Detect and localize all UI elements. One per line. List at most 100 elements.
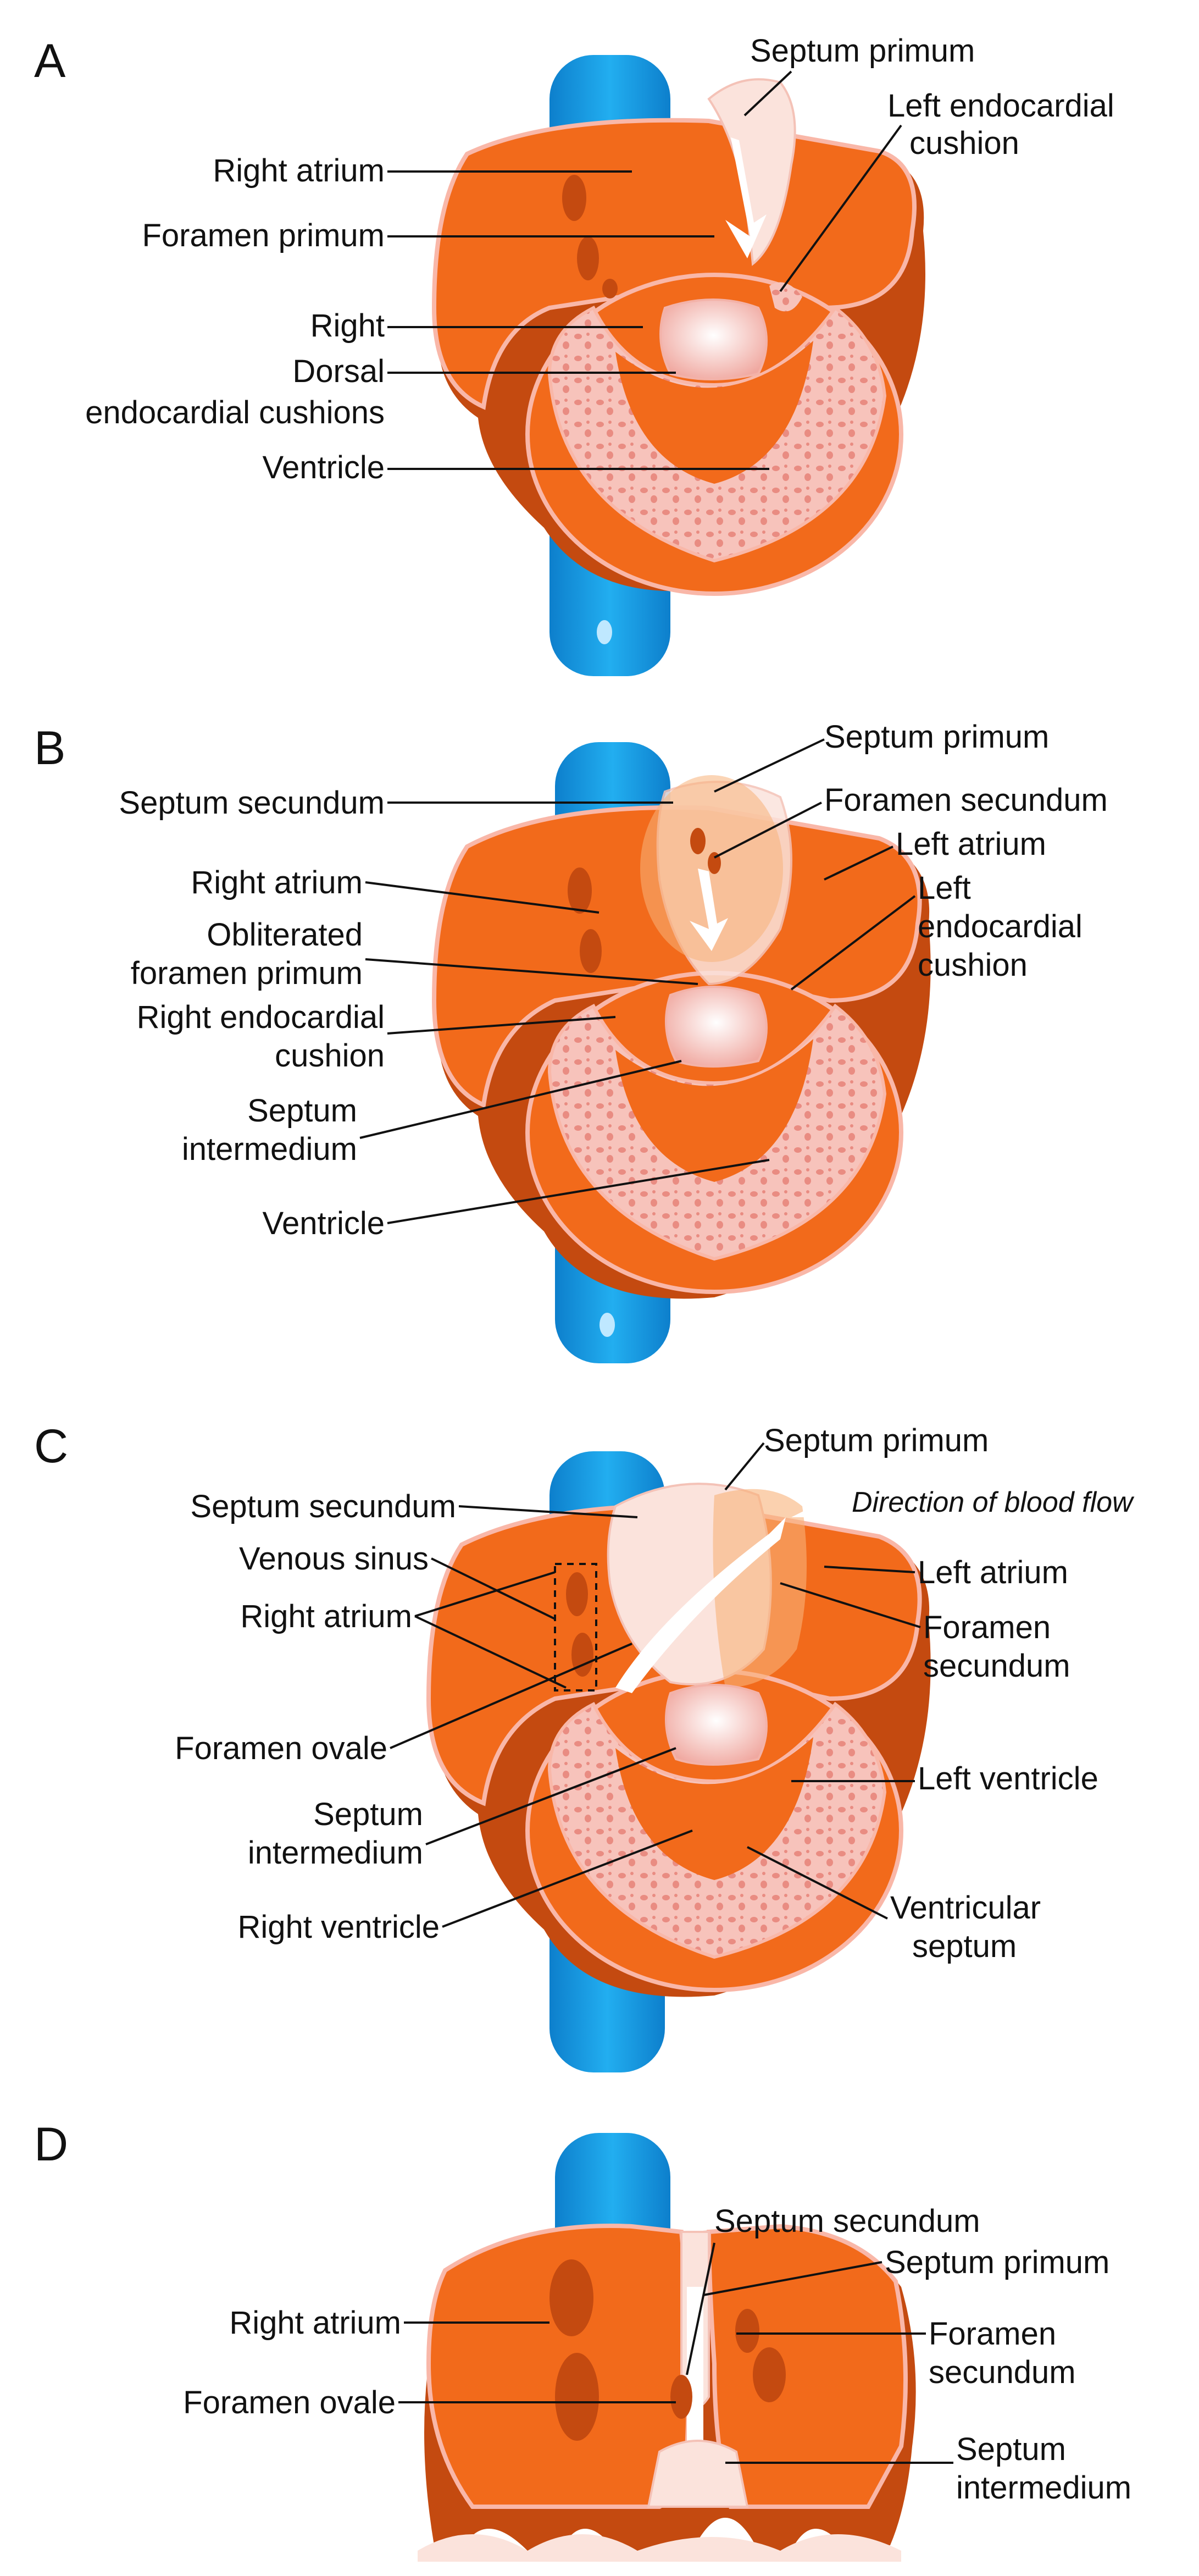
septum-primum-shape xyxy=(687,2287,703,2452)
venous-opening xyxy=(735,2309,759,2353)
flow-arrow xyxy=(690,869,728,951)
leader-line xyxy=(431,1557,556,1620)
dorsal-endocardial-cushion xyxy=(659,298,768,380)
foramen-ovale-hole xyxy=(670,2375,692,2419)
venous-opening xyxy=(753,2347,786,2402)
leader-line xyxy=(390,1643,632,1749)
leader-line xyxy=(365,958,698,985)
panel-a-letter: A xyxy=(34,35,66,87)
label-foramen-primum: Foramen primum xyxy=(142,218,385,253)
label-foramen-ovale: Foramen ovale xyxy=(183,2385,396,2420)
label-foramen-secundum-1: Foramen xyxy=(929,2316,1056,2352)
label-ventricular-septum-2: septum xyxy=(912,1928,1017,1964)
label-ventricle: Ventricle xyxy=(263,1206,385,1241)
right-endocardial-cushion xyxy=(665,986,768,1068)
label-left-3: cushion xyxy=(918,947,1028,983)
venous-sinus-outline xyxy=(554,1563,597,1691)
panel-b-letter: B xyxy=(34,722,65,775)
ventricular-cavity xyxy=(615,1737,813,1880)
label-left-atrium: Left atrium xyxy=(918,1555,1068,1590)
panel-c-letter: C xyxy=(34,1420,68,1473)
label-right-endocardial-2: cushion xyxy=(275,1038,385,1074)
label-left-endocardial-cushion-1: Left endocardial xyxy=(887,88,1114,124)
label-septum-intermedium-2: intermedium xyxy=(182,1131,357,1167)
label-ventricle: Ventricle xyxy=(263,450,385,485)
label-right-atrium: Right atrium xyxy=(229,2305,401,2341)
label-endocardial-cushions: endocardial cushions xyxy=(85,395,385,430)
label-right-atrium: Right atrium xyxy=(240,1599,412,1634)
foramen-secundum-hole xyxy=(690,828,706,854)
leader-line xyxy=(458,1505,638,1518)
leader-line xyxy=(414,1615,567,1689)
ventricle-top xyxy=(418,2534,901,2562)
label-septum-secundum: Septum secundum xyxy=(119,785,385,821)
label-right-atrium: Right atrium xyxy=(191,865,363,900)
label-right: Right xyxy=(310,308,385,344)
label-septum-intermedium-1: Septum xyxy=(247,1093,357,1129)
venous-opening xyxy=(549,2259,593,2336)
label-septum-primum: Septum primum xyxy=(750,33,975,69)
septum-intermedium-cushion xyxy=(665,1684,768,1766)
label-septum-intermedium-1: Septum xyxy=(956,2431,1066,2467)
label-left-1: Left xyxy=(918,870,971,906)
vessel-highlight xyxy=(600,1313,615,1337)
panel-d-letter: D xyxy=(34,2118,68,2171)
leader-line xyxy=(359,1060,682,1139)
flow-arrow-head xyxy=(791,1495,835,1517)
leader-line xyxy=(425,1747,676,1845)
label-septum-intermedium-1: Septum xyxy=(313,1796,423,1832)
venous-opening xyxy=(580,929,602,973)
septum-primum-shape xyxy=(713,1489,807,1688)
label-right-ventricle: Right ventricle xyxy=(238,1909,440,1945)
label-left-ventricle: Left ventricle xyxy=(918,1761,1098,1796)
venous-opening xyxy=(566,1572,588,1616)
label-right-atrium: Right atrium xyxy=(213,153,385,189)
venous-opening xyxy=(568,867,592,914)
label-foramen-secundum: Foramen secundum xyxy=(824,782,1108,818)
label-direction-of-blood-flow: Direction of blood flow xyxy=(852,1486,1135,1518)
venous-opening xyxy=(571,1633,593,1677)
panel-d: D Septum secundum Septum primum Right at… xyxy=(34,2118,1131,2562)
panel-a: A Septum primum Left endocardial cushion… xyxy=(34,33,1114,676)
leader-line xyxy=(743,70,792,117)
leader-line xyxy=(824,845,893,881)
leader-line xyxy=(387,1016,616,1035)
label-left-atrium: Left atrium xyxy=(896,826,1046,862)
flow-arrow xyxy=(615,1517,786,1693)
leader-line xyxy=(686,2242,715,2375)
label-obliterated-2: foramen primum xyxy=(131,955,363,991)
label-septum-intermedium-2: intermedium xyxy=(956,2470,1131,2506)
leader-line xyxy=(387,1159,770,1224)
leader-line xyxy=(790,895,916,991)
flow-arrow xyxy=(725,137,767,258)
panel-c: C Septum primum Septum secundum Directio… xyxy=(34,1420,1135,2072)
vessel-highlight xyxy=(597,620,612,644)
label-foramen-ovale: Foramen ovale xyxy=(175,1731,387,1766)
label-septum-primum: Septum primum xyxy=(764,1423,989,1458)
leader-line xyxy=(747,1846,888,1920)
leader-line xyxy=(365,881,600,914)
label-left-2: endocardial xyxy=(918,909,1083,944)
leader-line xyxy=(414,1571,556,1617)
venous-opening xyxy=(555,2353,599,2441)
venous-opening xyxy=(562,175,586,221)
leader-line xyxy=(714,738,825,793)
left-endocardial-cushion xyxy=(769,282,802,312)
label-venous-sinus: Venous sinus xyxy=(239,1541,429,1577)
label-septum-primum: Septum primum xyxy=(824,719,1049,755)
leader-line xyxy=(442,1829,693,1928)
leader-line xyxy=(714,801,822,859)
label-septum-primum: Septum primum xyxy=(885,2245,1109,2280)
panel-b: B Septum primum Septum secundum Foramen … xyxy=(34,719,1108,1363)
label-right-endocardial-1: Right endocardial xyxy=(137,999,385,1035)
ventricular-cavity xyxy=(615,1039,813,1182)
label-foramen-secundum-2: secundum xyxy=(929,2354,1076,2390)
foramen-secundum-hole xyxy=(708,852,721,874)
leader-line xyxy=(703,2261,882,2296)
ventricular-cavity xyxy=(615,341,813,484)
label-dorsal: Dorsal xyxy=(292,353,385,389)
label-septum-intermedium-2: intermedium xyxy=(248,1835,423,1871)
label-foramen-secundum-2: secundum xyxy=(923,1648,1070,1684)
